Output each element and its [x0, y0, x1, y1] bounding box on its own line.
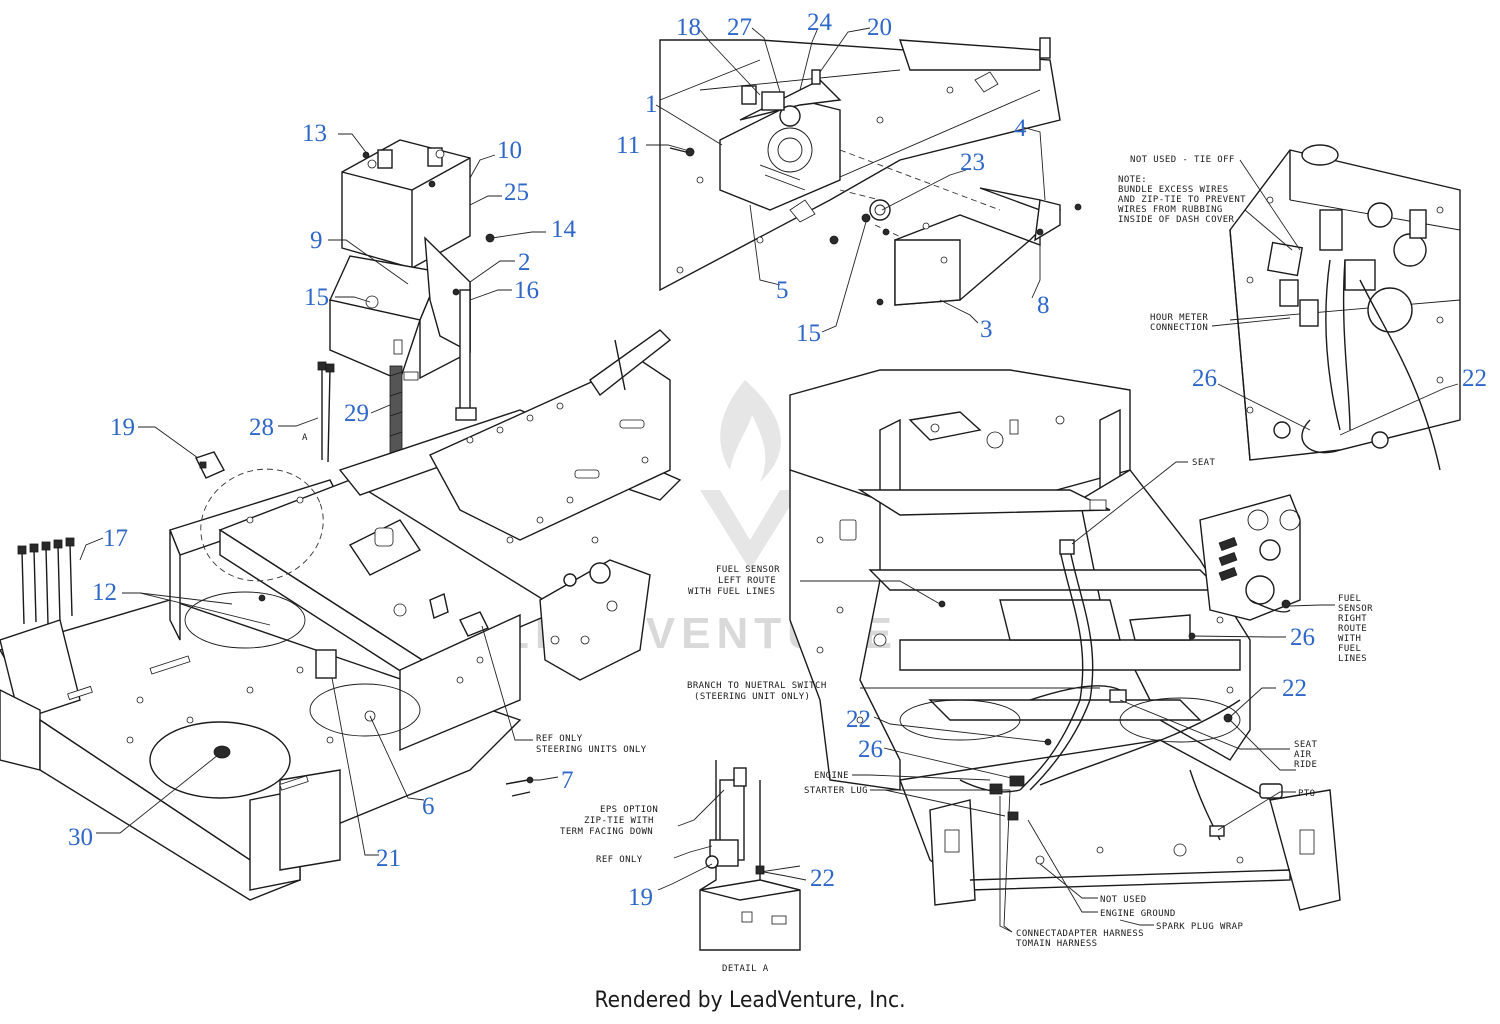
callout-15b: 15: [796, 320, 821, 347]
callout-22c: 22: [846, 706, 871, 733]
callout-4: 4: [1014, 115, 1027, 142]
label-a: A: [302, 433, 308, 443]
note-eps-1: EPS OPTION: [600, 805, 658, 815]
callout-17: 17: [103, 525, 128, 552]
note-line-2: BUNDLE EXCESS WIRES: [1118, 185, 1229, 195]
callout-15a: 15: [304, 284, 329, 311]
connector-19: [195, 451, 225, 479]
callout-20: 20: [867, 14, 892, 41]
note-hour-meter-2: CONNECTION: [1150, 323, 1208, 333]
note-branch-1: BRANCH TO NUETRAL SWITCH: [687, 681, 827, 691]
note-not-used: NOT USED: [1100, 895, 1147, 905]
leader-lines: [79, 27, 1459, 933]
cable-ties-28: [317, 361, 335, 463]
callout-21: 21: [376, 845, 401, 872]
note-eps-2: ZIP-TIE WITH: [584, 816, 654, 826]
note-seat-air-3: RIDE: [1294, 760, 1317, 770]
note-not-used-tie-off: NOT USED - TIE OFF: [1130, 155, 1235, 165]
callout-11: 11: [616, 132, 640, 159]
callout-19a: 19: [110, 414, 135, 441]
note-starter-lug: STARTER LUG: [804, 786, 868, 796]
callout-5: 5: [776, 277, 789, 304]
callout-27: 27: [727, 14, 752, 41]
callout-13: 13: [302, 120, 327, 147]
callout-12: 12: [92, 579, 117, 606]
callout-1: 1: [645, 91, 658, 118]
note-seat: SEAT: [1192, 458, 1215, 468]
detail-a: [699, 760, 801, 951]
note-line-5: INSIDE OF DASH COVER: [1118, 215, 1235, 225]
callout-2: 2: [518, 249, 531, 276]
callout-7: 7: [561, 767, 574, 794]
note-spark-plug: SPARK PLUG WRAP: [1156, 922, 1243, 932]
note-fuel-right-4: ROUTE: [1338, 624, 1367, 634]
hold-down-strap: [455, 289, 477, 421]
note-seat-air-2: AIR: [1294, 750, 1312, 760]
callout-9: 9: [310, 227, 323, 254]
note-fuel-left-3: WITH FUEL LINES: [688, 587, 775, 597]
note-fuel-right-6: FUEL: [1338, 644, 1361, 654]
callout-24: 24: [807, 9, 833, 36]
note-fuel-left-2: LEFT ROUTE: [718, 576, 776, 586]
callout-22d: 22: [810, 865, 835, 892]
note-seat-air-1: SEAT: [1294, 740, 1317, 750]
note-fuel-right-5: WITH: [1338, 634, 1361, 644]
callout-23: 23: [960, 149, 985, 176]
callout-28: 28: [249, 414, 274, 441]
note-fuel-right-3: RIGHT: [1338, 614, 1367, 624]
note-fuel-right-2: SENSOR: [1338, 604, 1373, 614]
note-branch-2: (STEERING UNIT ONLY): [694, 692, 810, 702]
callout-14: 14: [551, 216, 577, 243]
battery-tray: [329, 236, 471, 381]
callout-25: 25: [504, 179, 529, 206]
annotation-notes: A REF ONLY STEERING UNITS ONLY EPS OPTIO…: [302, 155, 1373, 974]
dash-frame-assembly: [659, 37, 1082, 306]
note-hour-meter-1: HOUR METER: [1150, 313, 1208, 323]
callout-22b: 22: [1282, 675, 1307, 702]
left-frame-assembly: [0, 329, 682, 901]
callout-8: 8: [1037, 292, 1050, 319]
note-pto: PTO: [1298, 789, 1315, 799]
callout-3: 3: [980, 316, 993, 343]
note-ref-only: REF ONLY: [596, 855, 643, 865]
note-fuel-right-7: LINES: [1338, 654, 1367, 664]
callout-26a: 26: [1192, 365, 1217, 392]
note-eps-3: TERM FACING DOWN: [560, 827, 653, 837]
note-fuel-left-1: FUEL SENSOR: [716, 565, 780, 575]
callout-10: 10: [497, 137, 522, 164]
note-line-1: NOTE:: [1118, 175, 1147, 185]
callout-22a: 22: [1462, 365, 1487, 392]
note-engine-ground: ENGINE GROUND: [1100, 909, 1176, 919]
callout-18: 18: [676, 14, 701, 41]
callout-26b: 26: [1290, 624, 1315, 651]
spiral-wrap-29: [389, 365, 403, 463]
note-fuel-right-1: FUEL: [1338, 594, 1361, 604]
right-frame-assembly: [258, 369, 1341, 911]
footer-credit: Rendered by LeadVenture, Inc.: [594, 988, 906, 1013]
note-line-4: WIRES FROM RUBBING: [1118, 205, 1223, 215]
hardware-small: [362, 151, 495, 296]
callout-19b: 19: [628, 884, 653, 911]
callout-29: 29: [344, 400, 369, 427]
callout-numbers: 13 10 25 9 14 15 2 16 28 29 19 17 12 30 …: [68, 9, 1487, 911]
note-ref-only-steering-1: REF ONLY: [536, 734, 583, 744]
note-engine: ENGINE: [814, 771, 849, 781]
note-detail-a: DETAIL A: [722, 964, 769, 974]
callout-16: 16: [514, 277, 539, 304]
callout-26c: 26: [858, 736, 883, 763]
note-line-3: AND ZIP-TIE TO PREVENT: [1118, 195, 1246, 205]
callout-30: 30: [68, 824, 93, 851]
dash-closeup: [1229, 144, 1461, 471]
note-ref-only-steering-2: STEERING UNITS ONLY: [536, 745, 647, 755]
battery-assembly: [341, 139, 471, 269]
note-adapter-2: TOMAIN HARNESS: [1016, 939, 1097, 949]
note-adapter-1: CONNECTADAPTER HARNESS: [1016, 929, 1144, 939]
callout-6: 6: [422, 793, 435, 820]
cable-ties-17: [17, 537, 75, 625]
